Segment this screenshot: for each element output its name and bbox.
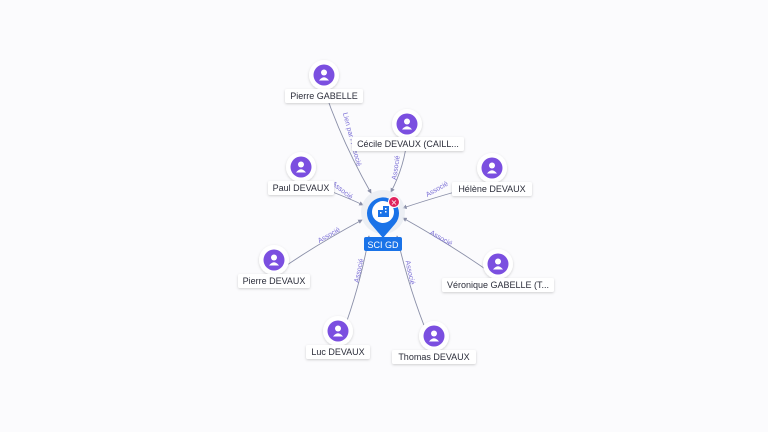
person-node-luc-devaux[interactable]: Luc DEVAUX [306, 316, 370, 359]
node-label: Pierre DEVAUX [243, 276, 306, 286]
person-icon [493, 258, 503, 270]
person-node-thomas-devaux[interactable]: Thomas DEVAUX [392, 321, 476, 364]
node-label: Cécile DEVAUX (CAILL... [357, 139, 459, 149]
person-node-cecile-devaux[interactable]: Cécile DEVAUX (CAILL... [352, 109, 464, 151]
node-label: Paul DEVAUX [273, 183, 330, 193]
edge-veronique-gabelle [402, 217, 499, 279]
node-label-box [452, 182, 532, 196]
node-label: Luc DEVAUX [311, 347, 364, 357]
node-label-box [306, 345, 370, 359]
node-label-box [268, 181, 334, 195]
nodes-layer: Pierre GABELLE Cécile DEVAUX (CAILL... Hél… [238, 60, 554, 364]
remove-badge[interactable]: × [388, 196, 400, 208]
person-node-paul-devaux[interactable]: Paul DEVAUX [268, 152, 334, 195]
edge-label-helene-devaux: Associé [425, 180, 450, 198]
node-label: Thomas DEVAUX [398, 352, 469, 362]
node-label-box [392, 350, 476, 364]
node-label-box [442, 278, 554, 292]
close-icon: × [391, 198, 398, 207]
node-label-box [238, 274, 310, 288]
person-icon [402, 118, 412, 130]
person-node-helene-devaux[interactable]: Hélène DEVAUX [452, 153, 532, 196]
person-node-veronique-gabelle[interactable]: Véronique GABELLE (T... [442, 249, 554, 292]
edge-label-cecile-devaux: Associé [391, 155, 401, 180]
edge-label-luc-devaux: Associé [354, 258, 366, 284]
person-node-pierre-devaux[interactable]: Pierre DEVAUX [238, 245, 310, 288]
node-label: Pierre GABELLE [290, 91, 358, 101]
person-icon [269, 254, 279, 266]
edge-label-pierre-devaux: Associé [317, 226, 342, 244]
person-icon [319, 69, 329, 81]
person-node-pierre-gabelle[interactable]: Pierre GABELLE [285, 60, 363, 103]
node-label: Hélène DEVAUX [458, 184, 525, 194]
edge-label-thomas-devaux: Associé [403, 260, 415, 286]
node-label-box [352, 137, 464, 151]
company-building-icon [378, 206, 389, 217]
center-label-box [364, 237, 402, 251]
person-icon [487, 162, 497, 174]
person-icon [429, 330, 439, 342]
center-label: SCI GD [367, 240, 399, 250]
node-label-box [285, 89, 363, 103]
person-icon [296, 161, 306, 173]
person-icon [333, 325, 343, 337]
edge-label-veronique-gabelle: Associé [428, 230, 453, 248]
center-node[interactable]: × SCI GD [361, 190, 405, 251]
node-label: Véronique GABELLE (T... [447, 280, 549, 290]
